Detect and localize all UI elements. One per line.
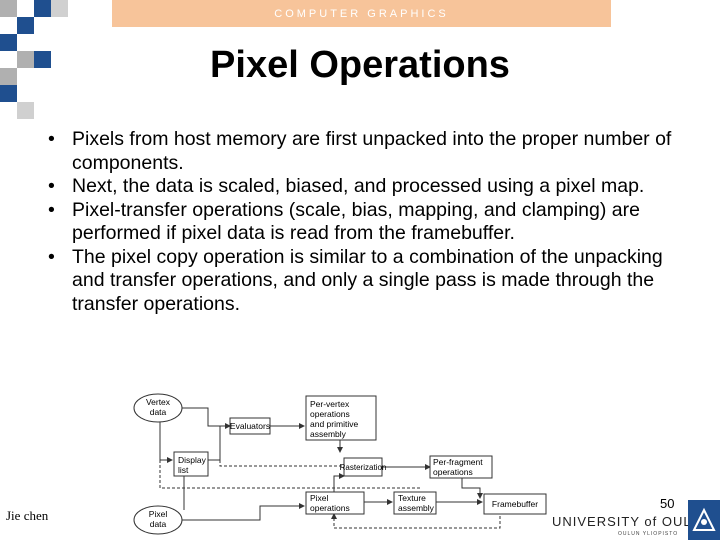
per-fragment-label-2: operations: [433, 467, 473, 477]
rasterization-label: Rasterization: [340, 463, 387, 472]
bullet-icon: •: [48, 198, 55, 221]
bullet-item: •Next, the data is scaled, biased, and p…: [48, 175, 645, 197]
university-emblem-icon: [688, 500, 720, 540]
bullet-item: •Pixels from host memory are first unpac…: [48, 128, 672, 174]
university-subtitle: OULUN YLIOPISTO: [618, 531, 679, 537]
per-vertex-label-3: and primitive: [310, 419, 358, 429]
pixel-data-label-2: data: [150, 519, 167, 529]
per-fragment-label-1: Per-fragment: [433, 457, 483, 467]
per-vertex-label-2: operations: [310, 409, 350, 419]
per-vertex-label-4: assembly: [310, 429, 347, 439]
bullet-icon: •: [48, 175, 55, 197]
pixel-data-label-1: Pixel: [149, 509, 168, 519]
page-number: 50: [660, 496, 675, 511]
per-vertex-label-1: Per-vertex: [310, 399, 350, 409]
texture-label-2: assembly: [398, 503, 435, 513]
bullet-icon: •: [48, 128, 55, 150]
display-list-label-2: list: [178, 465, 189, 475]
header-banner: COMPUTER GRAPHICS: [112, 0, 611, 27]
display-list-label-1: Display: [178, 455, 207, 465]
vertex-data-label-1: Vertex: [146, 397, 171, 407]
slide-title: Pixel Operations: [210, 44, 510, 86]
pixel-ops-label-1: Pixel: [310, 493, 329, 503]
bullet-icon: •: [48, 245, 55, 268]
framebuffer-label: Framebuffer: [492, 499, 538, 509]
university-name: UNIVERSITY of OULU: [552, 514, 702, 529]
texture-label-1: Texture: [398, 493, 426, 503]
bullet-item: •Pixel-transfer operations (scale, bias,…: [48, 198, 640, 245]
corner-decoration: [0, 0, 68, 119]
pipeline-diagram: Vertex data Evaluators Per-vertex operat…: [133, 393, 547, 535]
author-name: Jie chen: [6, 508, 49, 523]
pixel-ops-label-2: operations: [310, 503, 350, 513]
evaluators-label: Evaluators: [230, 421, 270, 431]
bullet-item: •The pixel copy operation is similar to …: [48, 245, 663, 315]
bullet-list: •Pixels from host memory are first unpac…: [48, 128, 688, 316]
vertex-data-label-2: data: [150, 407, 167, 417]
